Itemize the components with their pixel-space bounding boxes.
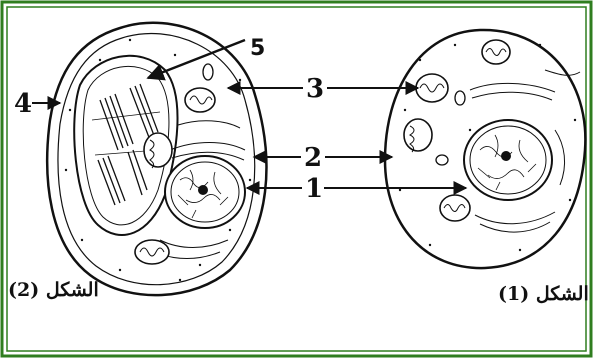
label-4-text: 4 — [14, 89, 32, 119]
caption-figure-2: الشكل (2) — [8, 279, 99, 301]
animal-cell — [385, 30, 585, 268]
label-5-text: 5 — [250, 36, 265, 61]
vesicle — [203, 64, 213, 80]
mitochondrion — [440, 195, 470, 221]
label-1-text: 1 — [305, 174, 323, 204]
caption-figure-1: الشكل (1) — [498, 283, 589, 305]
mitochondrion — [135, 240, 169, 264]
nucleus — [464, 120, 552, 200]
vesicle — [455, 91, 465, 105]
label-3-text: 3 — [306, 74, 324, 104]
label-2-text: 2 — [304, 143, 322, 173]
mitochondrion — [144, 133, 172, 168]
mitochondrion — [404, 119, 432, 152]
nucleus — [165, 156, 245, 228]
vesicle — [436, 155, 448, 165]
mitochondrion — [416, 74, 448, 102]
label-2: 2 — [254, 143, 392, 173]
mitochondrion — [185, 88, 215, 112]
plant-cell — [47, 23, 266, 295]
mitochondrion — [482, 40, 510, 64]
